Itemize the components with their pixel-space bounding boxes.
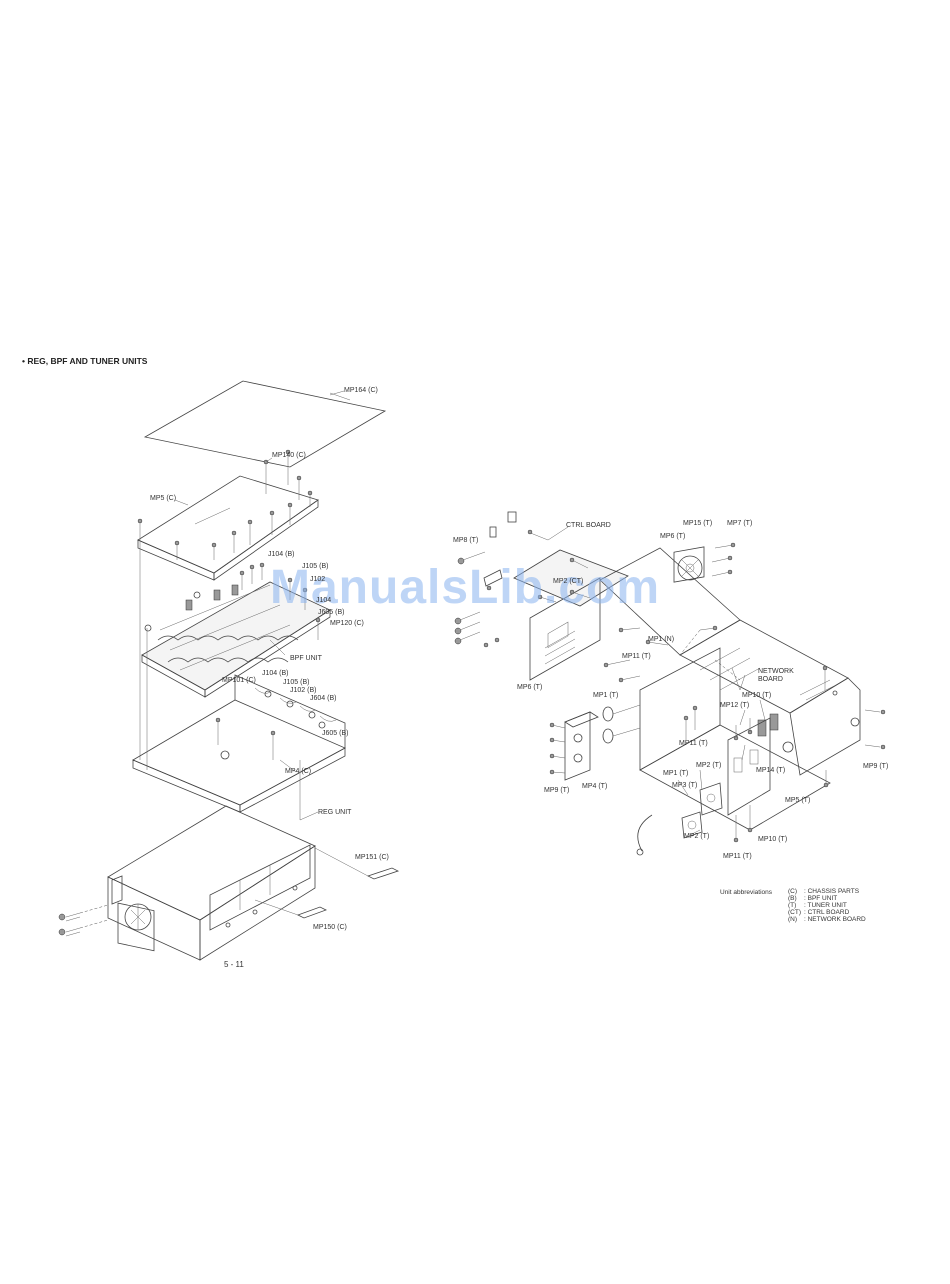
label-mp14: MP14 (T) bbox=[756, 767, 786, 774]
legend-heading: Unit abbreviations bbox=[720, 889, 773, 896]
label-mp11-t3: MP11 (T) bbox=[723, 853, 752, 860]
label-mp164: MP164 (C) bbox=[344, 387, 378, 394]
pad-mp151 bbox=[366, 867, 400, 880]
label-j105: J105 (B) bbox=[302, 563, 329, 570]
reg-unit bbox=[107, 805, 316, 961]
label-mp3: MP3 (T) bbox=[672, 782, 698, 789]
label-mp2-ct: MP2 (CT) bbox=[553, 578, 584, 585]
chassis-tray bbox=[132, 674, 346, 813]
label-j104: J104 (B) bbox=[268, 551, 295, 558]
label-mp12: MP12 (T) bbox=[720, 702, 750, 709]
label-mp7: MP7 (T) bbox=[727, 520, 753, 527]
screws-right bbox=[454, 511, 886, 843]
section-title: • REG, BPF AND TUNER UNITS bbox=[22, 356, 148, 366]
rear-panel-bracket bbox=[727, 717, 771, 816]
label-mp9-t-front: MP9 (T) bbox=[544, 787, 570, 794]
label-j104-2: J104 (B) bbox=[262, 670, 289, 677]
label-j104b: J104 bbox=[316, 597, 332, 604]
fan-screws bbox=[58, 904, 109, 937]
label-mp8: MP8 (T) bbox=[453, 537, 479, 544]
rf-connectors bbox=[602, 704, 641, 744]
label-mp140: MP140 (C) bbox=[272, 452, 306, 459]
label-j604: J604 (B) bbox=[310, 695, 337, 702]
label-reg-unit: REG UNIT bbox=[318, 809, 352, 816]
label-mp11-t2: MP11 (T) bbox=[679, 740, 708, 747]
legend-row: (T): TUNER UNIT bbox=[788, 902, 847, 909]
label-mp4: MP4 (C) bbox=[285, 768, 312, 775]
label-mp1-t2: MP1 (T) bbox=[663, 770, 689, 777]
label-mp150: MP150 (C) bbox=[313, 924, 347, 931]
label-network-board: NETWORK BOARD bbox=[758, 668, 794, 683]
label-mp4-t: MP4 (T) bbox=[582, 783, 608, 790]
pad-mp150 bbox=[296, 906, 328, 919]
label-mp9: MP9 (T) bbox=[863, 763, 889, 770]
label-bpf-unit: BPF UNIT bbox=[290, 655, 322, 662]
label-mp6-t2: MP6 (T) bbox=[517, 684, 543, 691]
label-mp11-t: MP11 (T) bbox=[622, 653, 651, 660]
label-j605: J605 (B) bbox=[318, 609, 345, 616]
legend-row: (B): BPF UNIT bbox=[788, 895, 838, 902]
legend-row: (N): NETWORK BOARD bbox=[788, 916, 866, 923]
label-mp5: MP5 (C) bbox=[150, 495, 177, 502]
legend-row: (C): CHASSIS PARTS bbox=[788, 888, 860, 895]
label-j102-2: J102 (B) bbox=[290, 687, 317, 694]
label-mp5-t: MP5 (T) bbox=[785, 797, 811, 804]
tuner-chassis bbox=[599, 547, 861, 831]
front-bracket bbox=[549, 711, 599, 781]
label-mp6: MP6 (T) bbox=[660, 533, 686, 540]
label-ctrl-board: CTRL BOARD bbox=[566, 522, 611, 529]
label-mp10: MP10 (T) bbox=[742, 692, 772, 699]
small-connectors bbox=[636, 782, 723, 856]
screws-mp140 bbox=[137, 449, 313, 760]
label-mp2-t2: MP2 (T) bbox=[684, 833, 710, 840]
label-mp10-t: MP10 (T) bbox=[758, 836, 788, 843]
label-mp1-t: MP1 (T) bbox=[593, 692, 619, 699]
tuner-fan bbox=[673, 542, 736, 583]
label-mp15: MP15 (T) bbox=[683, 520, 713, 527]
bpf-board bbox=[141, 562, 331, 698]
label-mp101: MP101 (C) bbox=[222, 677, 256, 684]
page-number: 5 - 11 bbox=[224, 960, 244, 969]
watermark-text: ManualsLib.com bbox=[270, 561, 661, 614]
label-mp151: MP151 (C) bbox=[355, 854, 389, 861]
label-j102: J102 bbox=[310, 576, 326, 583]
label-j605-2: J605 (B) bbox=[322, 730, 349, 737]
label-mp120: MP120 (C) bbox=[330, 620, 364, 627]
legend-row: (CT): CTRL BOARD bbox=[788, 909, 850, 916]
leader-lines-right bbox=[547, 526, 766, 836]
label-mp2-t: MP2 (T) bbox=[696, 762, 722, 769]
label-mp1-n: MP1 (N) bbox=[648, 636, 675, 643]
leader-lines-left bbox=[174, 390, 345, 821]
ctrl-board bbox=[513, 549, 629, 681]
top-cover-plate bbox=[137, 475, 319, 581]
label-j105-2: J105 (B) bbox=[283, 679, 310, 686]
